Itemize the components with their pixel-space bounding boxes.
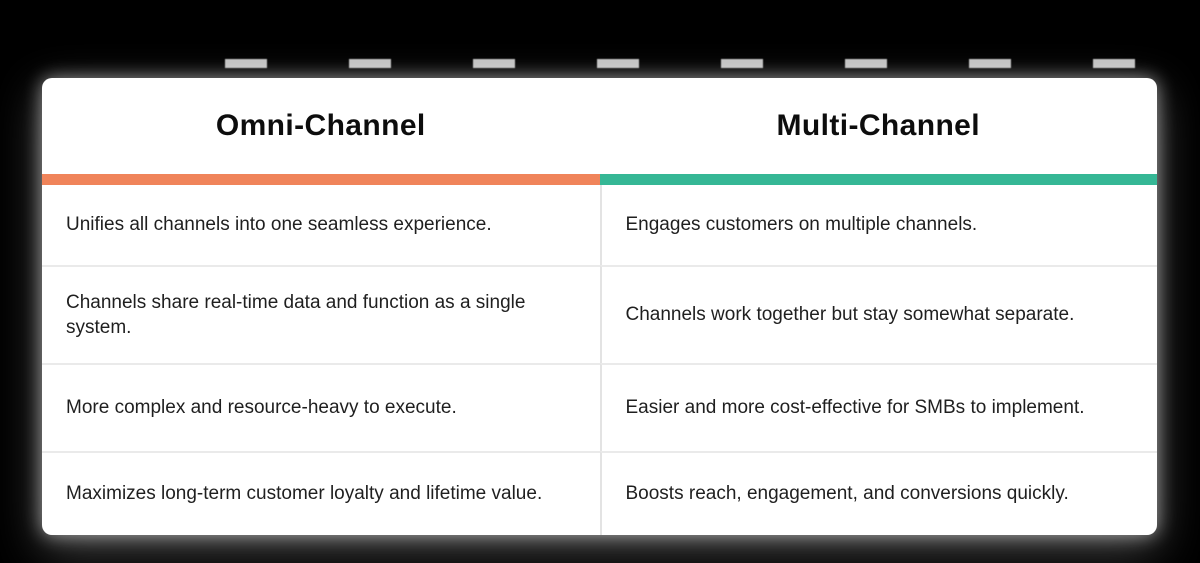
table-row-3-omni-text: More complex and resource-heavy to execu… [66, 397, 457, 419]
header-multi-channel-label: Multi-Channel [776, 109, 980, 142]
accent-bar-right [599, 174, 1157, 185]
accent-bar-left [42, 174, 600, 185]
header-omni-channel: Omni-Channel [42, 78, 600, 174]
table-row-3-multi-cell: Easier and more cost-effective for SMBs … [599, 363, 1157, 451]
table-row-4-omni-cell: Maximizes long-term customer loyalty and… [42, 451, 600, 535]
comparison-table-card: Omni-Channel Multi-Channel Unifies all c… [42, 78, 1157, 535]
table-row-3-omni-cell: More complex and resource-heavy to execu… [42, 363, 600, 451]
clipped-text-artifact [225, 59, 1152, 68]
header-multi-channel: Multi-Channel [600, 78, 1158, 174]
table-row-1-multi-cell: Engages customers on multiple channels. [599, 185, 1158, 265]
table-row-2-multi-cell: Channels work together but stay somewhat… [599, 265, 1157, 363]
header-omni-channel-label: Omni-Channel [215, 109, 426, 142]
table-row-2-multi-text: Channels work together but stay somewhat… [625, 304, 1075, 326]
table-row-1-omni-cell: Unifies all channels into one seamless e… [42, 185, 600, 265]
table-row-1-omni-text: Unifies all channels into one seamless e… [66, 214, 492, 236]
table-row-4-omni-text: Maximizes long-term customer loyalty and… [66, 483, 543, 505]
table-row-4-multi-cell: Boosts reach, engagement, and conversion… [599, 451, 1157, 535]
table-row-2-omni-cell: Channels share real-time data and functi… [42, 265, 600, 363]
table-row-3-multi-text: Easier and more cost-effective for SMBs … [625, 397, 1085, 419]
table-row-2-omni-text: Channels share real-time data and functi… [66, 291, 526, 338]
table-row-4-multi-text: Boosts reach, engagement, and conversion… [625, 483, 1069, 505]
table-row-1-multi-text: Engages customers on multiple channels. [625, 214, 978, 236]
